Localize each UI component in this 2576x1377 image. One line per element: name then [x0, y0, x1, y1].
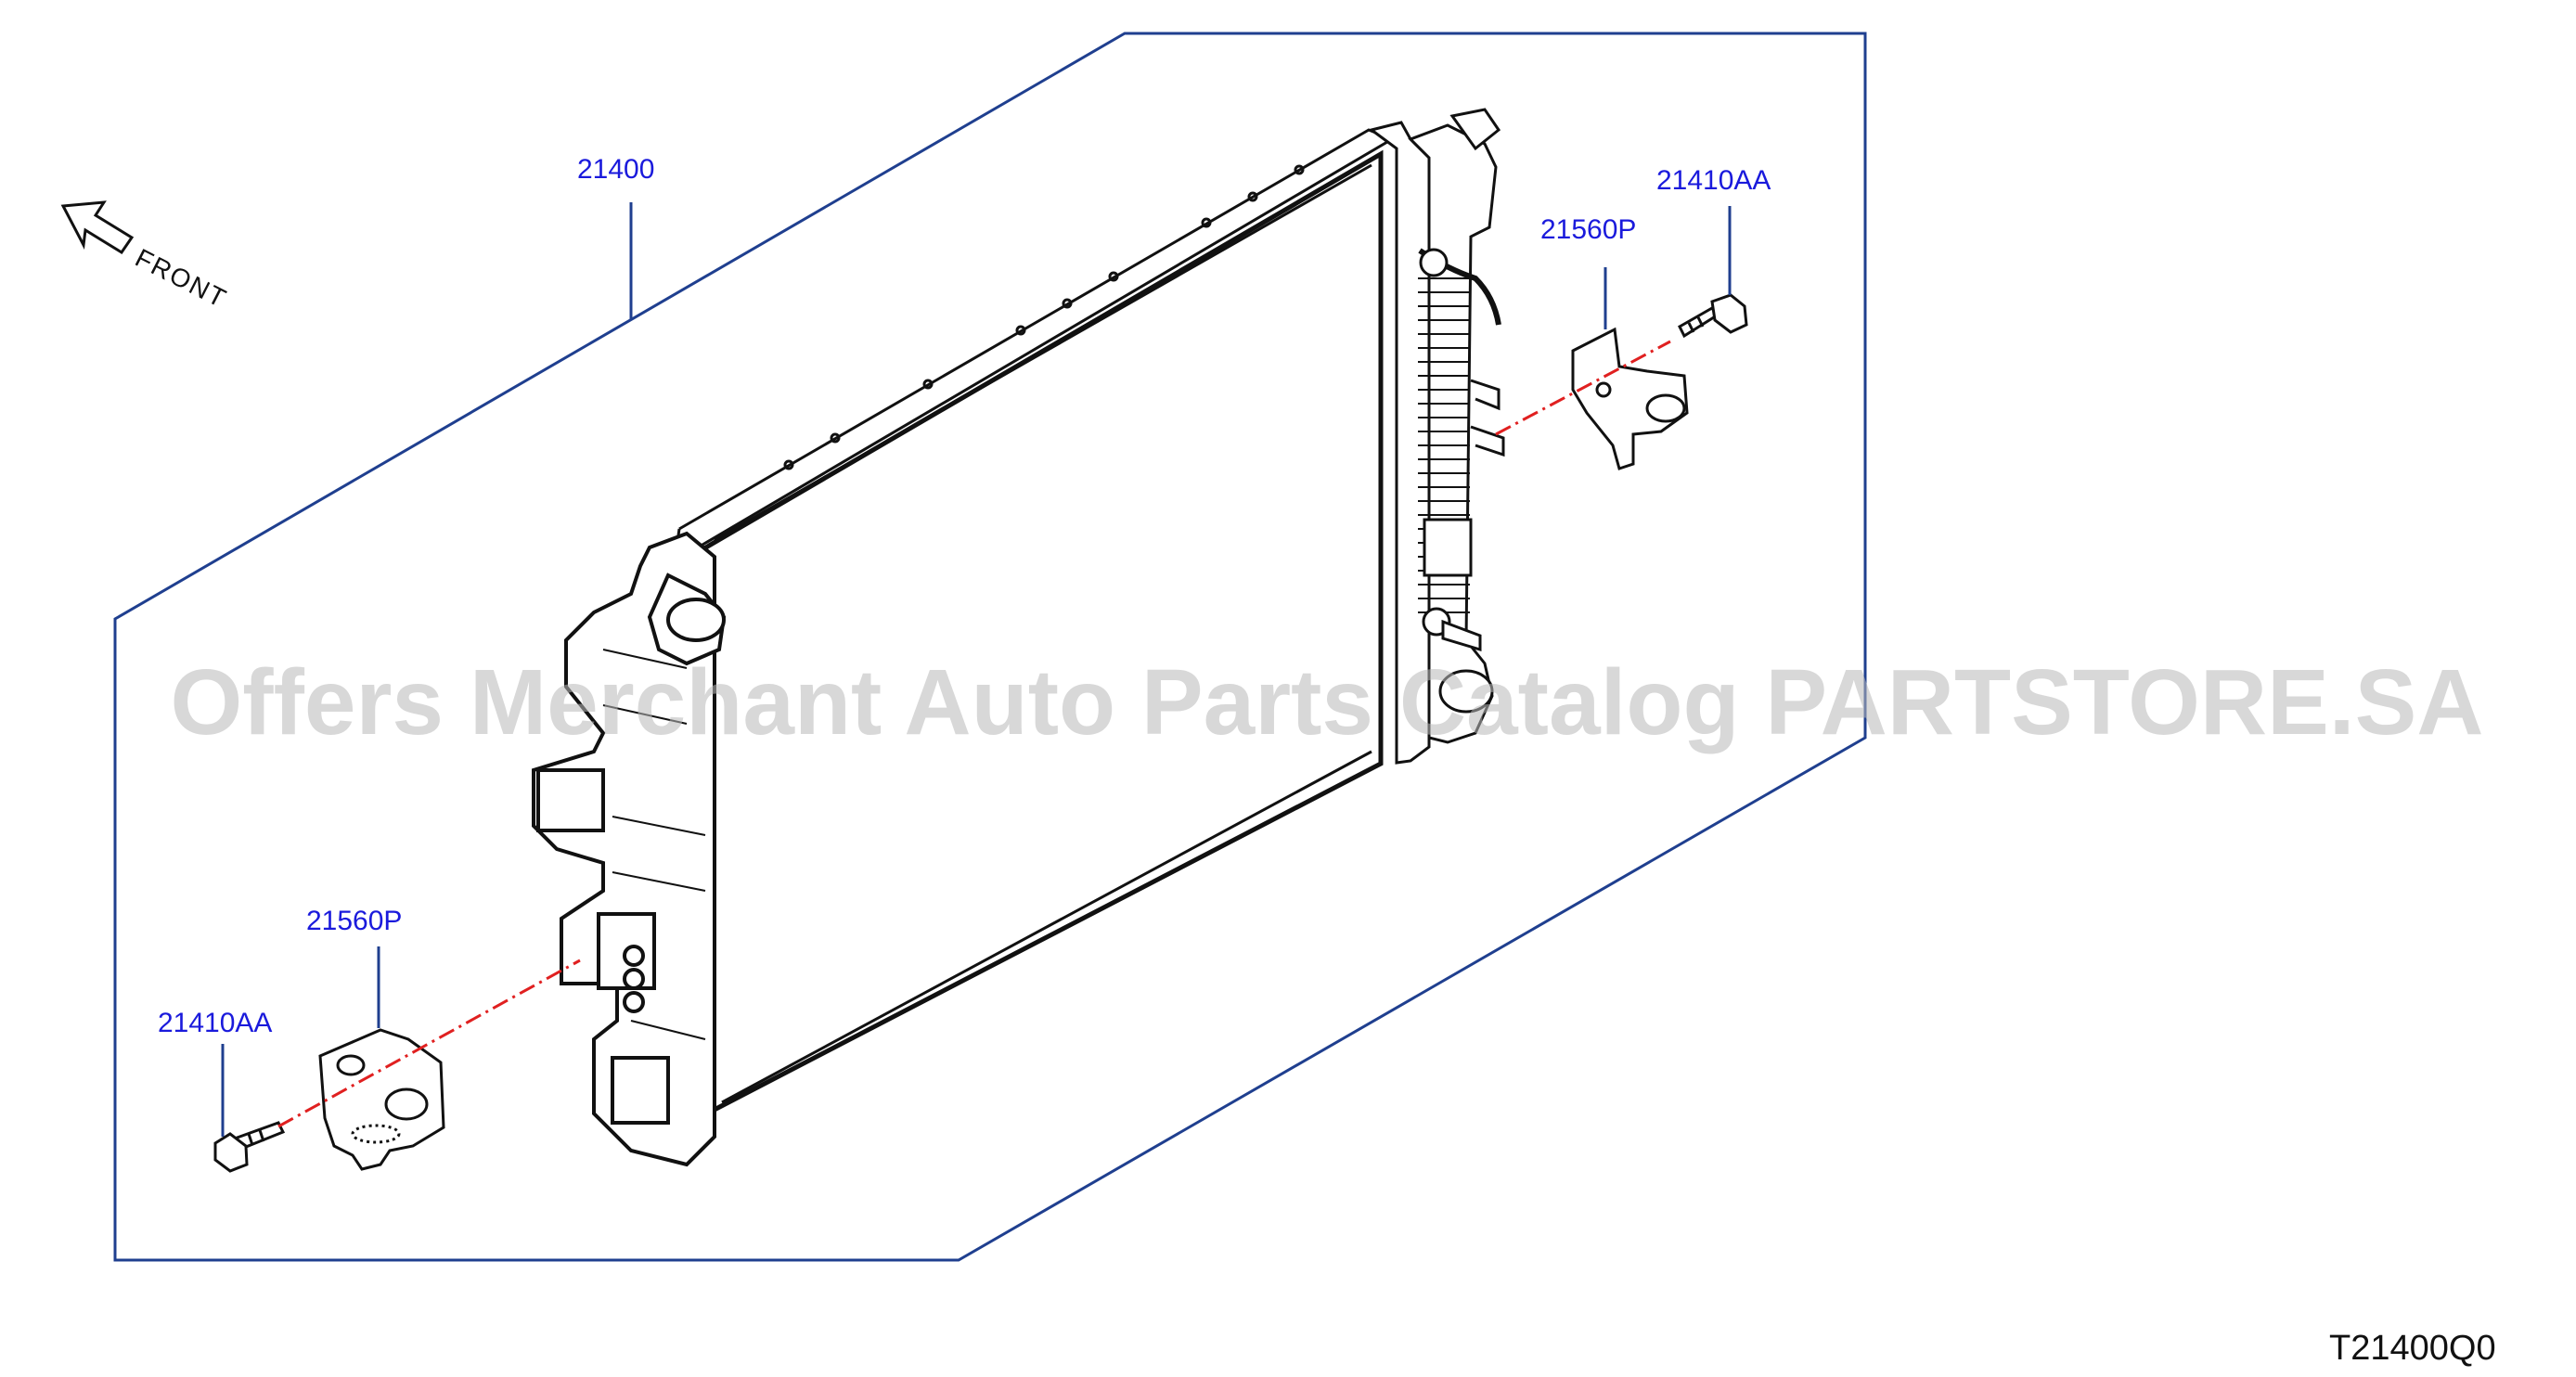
front-arrow-icon — [60, 200, 135, 255]
callout-21560P-lower[interactable]: 21560P — [306, 906, 403, 936]
radiator-core — [695, 149, 1384, 1118]
callout-21410AA-lower[interactable]: 21410AA — [158, 1008, 273, 1038]
diagram-code: T21400Q0 — [2329, 1329, 2496, 1368]
callout-21400[interactable]: 21400 — [577, 154, 655, 185]
callout-21560P-upper[interactable]: 21560P — [1540, 214, 1637, 245]
assembly-center-lines — [277, 340, 1671, 1128]
lower-mount-bracket — [318, 1028, 445, 1171]
upper-bolt — [1678, 293, 1748, 339]
assembly-frame — [113, 32, 1867, 1262]
radiator-right-tank — [1368, 108, 1505, 765]
radiator-left-tank — [532, 531, 727, 1167]
lower-bolt — [213, 1121, 286, 1173]
upper-mount-bracket — [1571, 327, 1689, 470]
callout-21410AA-upper[interactable]: 21410AA — [1656, 165, 1771, 196]
callout-leaders — [221, 202, 1732, 1137]
